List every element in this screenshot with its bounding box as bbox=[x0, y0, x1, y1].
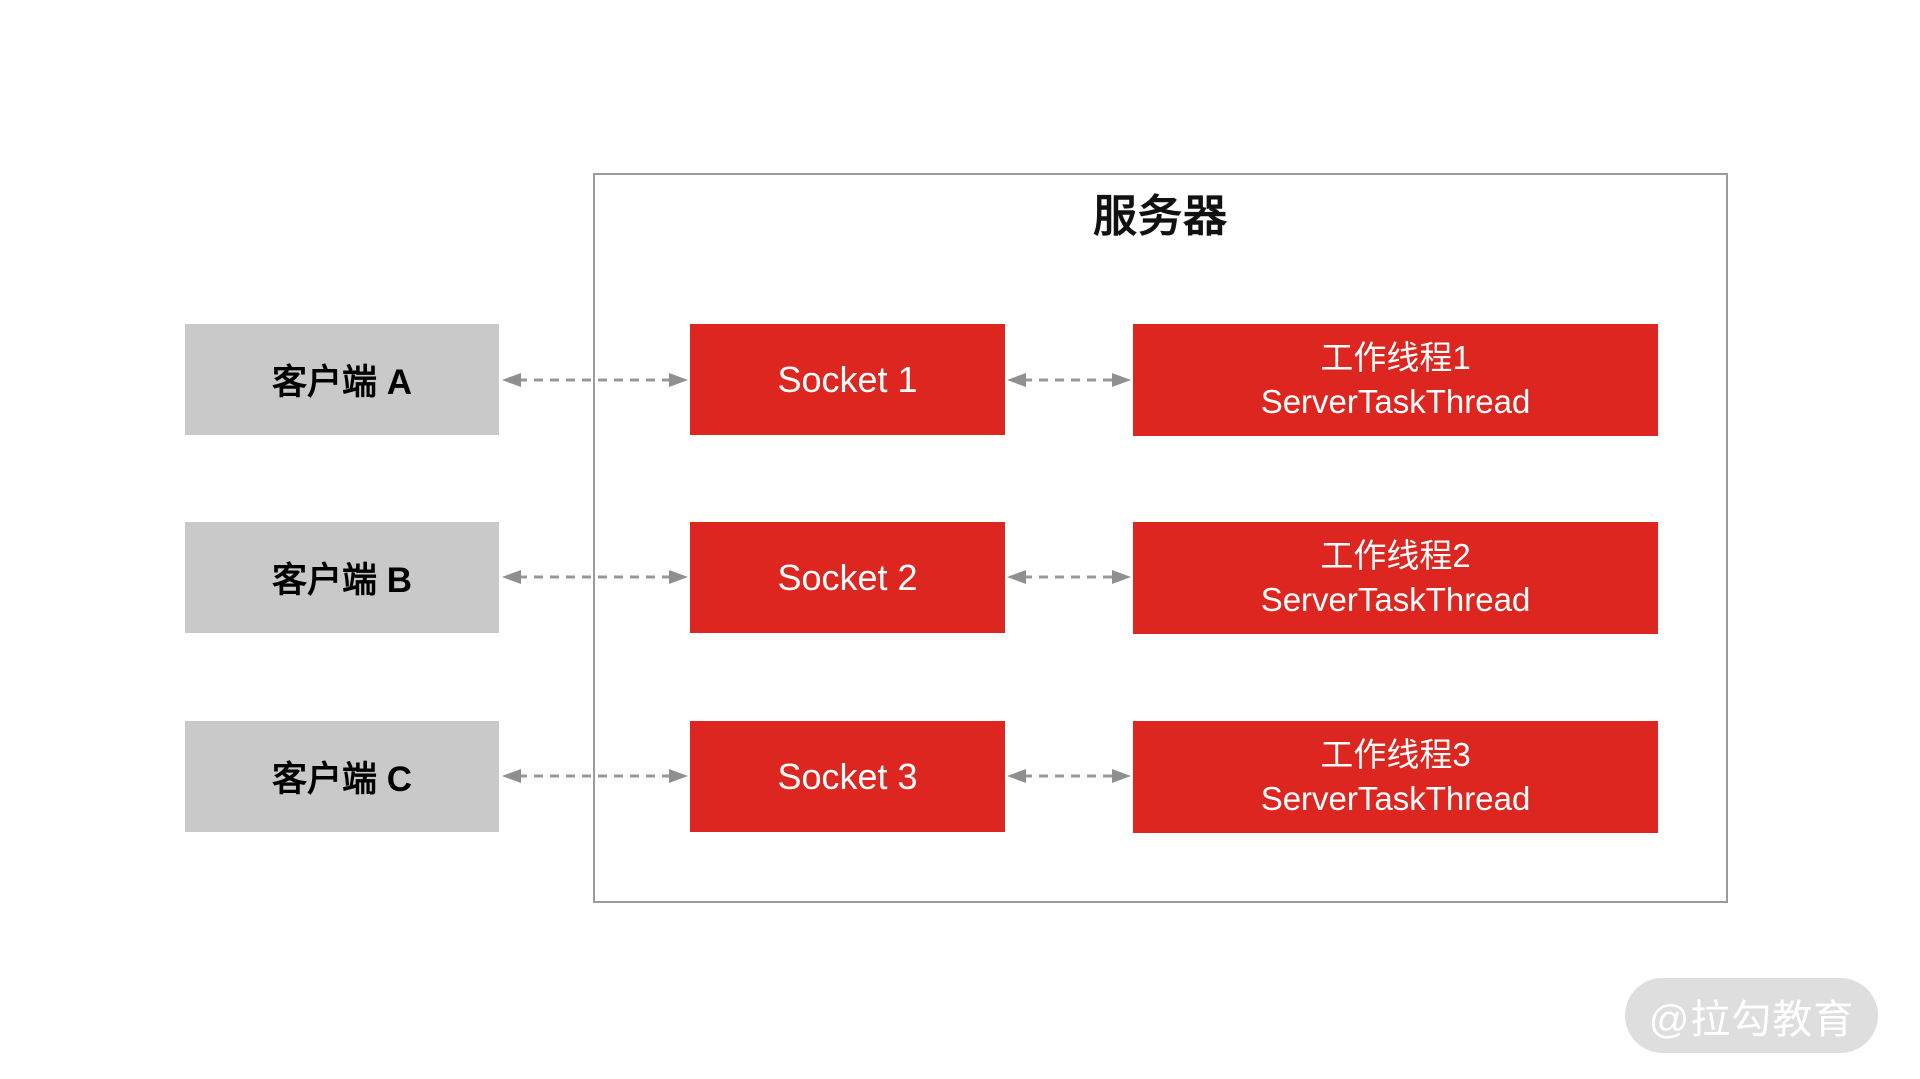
client-c-box: 客户端 C bbox=[185, 721, 499, 832]
client-a-label: 客户端 A bbox=[271, 363, 412, 402]
worker-thread-2-title: 工作线程2 bbox=[1320, 537, 1471, 575]
socket-1-label: Socket 1 bbox=[777, 358, 918, 400]
socket-2-label: Socket 2 bbox=[777, 556, 918, 598]
worker-thread-2-subtitle: ServerTaskThread bbox=[1260, 581, 1531, 618]
worker-thread-2-box: 工作线程2 ServerTaskThread bbox=[1133, 522, 1658, 634]
watermark-badge: @拉勾教育 bbox=[1625, 978, 1878, 1053]
client-a-box: 客户端 A bbox=[185, 324, 499, 435]
worker-thread-1-subtitle: ServerTaskThread bbox=[1260, 383, 1531, 420]
worker-thread-3-box: 工作线程3 ServerTaskThread bbox=[1133, 721, 1658, 833]
socket-3-label: Socket 3 bbox=[777, 755, 918, 797]
worker-thread-3-title: 工作线程3 bbox=[1320, 736, 1471, 774]
socket-1-box: Socket 1 bbox=[690, 324, 1005, 435]
client-b-label: 客户端 B bbox=[271, 561, 412, 600]
client-b-box: 客户端 B bbox=[185, 522, 499, 633]
worker-thread-1-title: 工作线程1 bbox=[1320, 339, 1471, 377]
client-c-label: 客户端 C bbox=[271, 760, 412, 799]
worker-thread-1-box: 工作线程1 ServerTaskThread bbox=[1133, 324, 1658, 436]
server-container bbox=[593, 173, 1728, 903]
worker-thread-3-subtitle: ServerTaskThread bbox=[1260, 780, 1531, 817]
server-title: 服务器 bbox=[1093, 192, 1228, 241]
socket-2-box: Socket 2 bbox=[690, 522, 1005, 633]
socket-3-box: Socket 3 bbox=[690, 721, 1005, 832]
watermark-label: @拉勾教育 bbox=[1648, 997, 1855, 1042]
